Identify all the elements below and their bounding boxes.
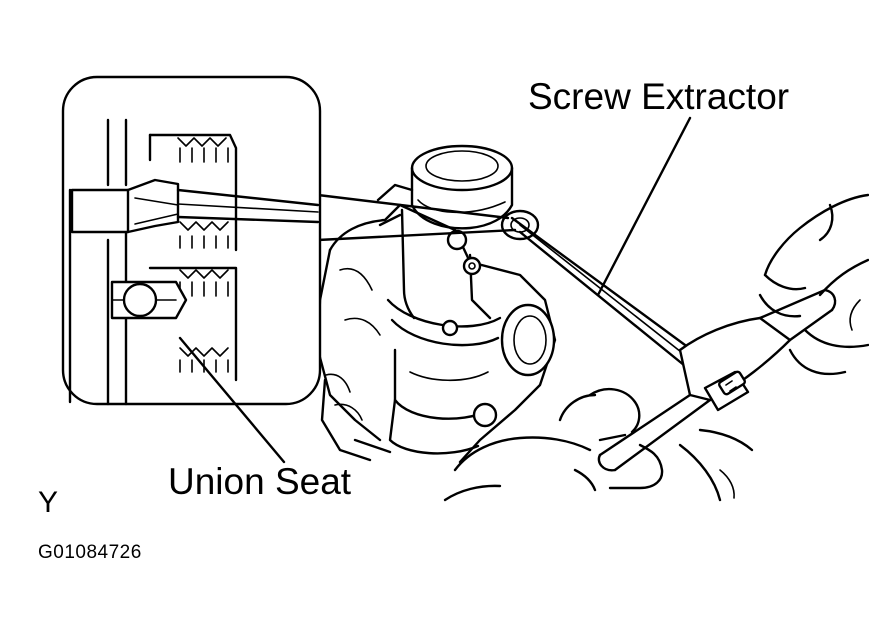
extractor-leader-line bbox=[596, 116, 692, 297]
magnified-inset bbox=[61, 75, 517, 406]
figure-code: G01084726 bbox=[38, 542, 142, 563]
gear-housing bbox=[316, 144, 557, 464]
screw-extractor-tool bbox=[510, 216, 837, 472]
union-seat-label: Union Seat bbox=[168, 461, 352, 502]
screw-extractor-label: Screw Extractor bbox=[528, 76, 790, 117]
technician-hands bbox=[443, 193, 869, 502]
union-seat-leader-line bbox=[178, 336, 286, 464]
view-letter: Y bbox=[38, 486, 59, 519]
